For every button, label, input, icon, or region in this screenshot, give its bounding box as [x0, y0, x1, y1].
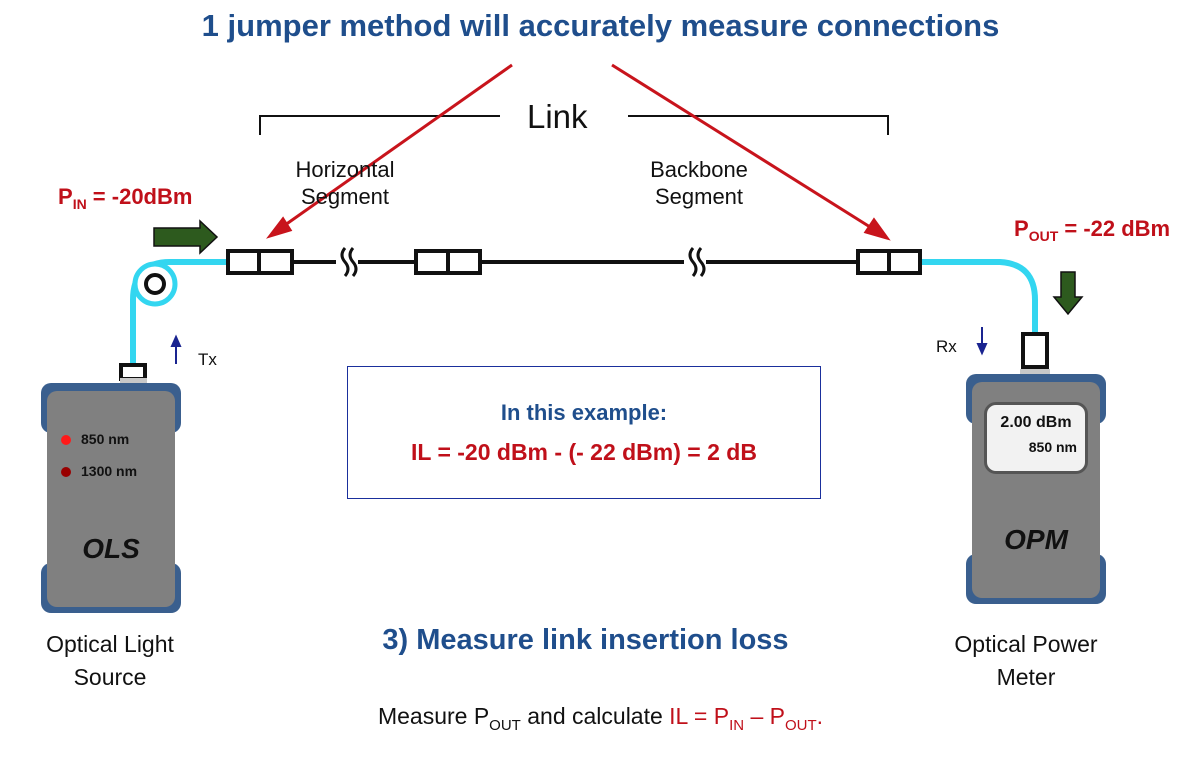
- tx-arrow-icon: [170, 334, 182, 364]
- led-850: 850 nm: [61, 431, 129, 447]
- horizontal-segment-line1: Horizontal: [295, 157, 395, 182]
- ols-name: OLS: [82, 533, 140, 564]
- input-power-arrow-icon: [153, 219, 219, 255]
- step-heading: 3) Measure link insertion loss: [382, 624, 789, 656]
- link-cable: [292, 247, 858, 277]
- connector-horizontal-start: [226, 249, 294, 275]
- output-power-label: POUT = -22 dBm: [1014, 216, 1171, 244]
- example-equation: IL = -20 dBm - (- 22 dBm) = 2 dB: [411, 439, 757, 465]
- led-1300: 1300 nm: [61, 463, 137, 479]
- led-dark-red-icon: [61, 467, 71, 477]
- example-box: In this example: IL = -20 dBm - (- 22 dB…: [347, 366, 821, 499]
- optical-power-meter-device: 2.00 dBm 850 nm OPM: [966, 374, 1106, 606]
- connector-mid: [414, 249, 482, 275]
- pointer-arrow-left: [265, 63, 513, 239]
- horizontal-segment-label: Horizontal Segment: [270, 156, 420, 210]
- example-heading: In this example:: [500, 400, 668, 425]
- opm-reading: 2.00 dBm: [1000, 414, 1072, 431]
- horizontal-segment-line2: Segment: [300, 184, 390, 209]
- diagram-title: 1 jumper method will accurately measure …: [201, 8, 1000, 43]
- tx-label: Tx: [198, 350, 217, 369]
- output-power-arrow-icon: [1052, 271, 1084, 316]
- opm-port: [1020, 332, 1050, 377]
- backbone-segment-label: Backbone Segment: [624, 156, 774, 210]
- launch-fiber: [130, 259, 228, 368]
- ols-port: [119, 363, 147, 386]
- backbone-segment-line1: Backbone: [650, 157, 748, 182]
- opm-display: 2.00 dBm 850 nm: [984, 402, 1088, 474]
- opm-wavelength: 850 nm: [1028, 439, 1077, 455]
- rx-arrow-icon: [976, 327, 988, 356]
- led-red-icon: [61, 435, 71, 445]
- link-label: Link: [527, 98, 588, 135]
- link-bracket: [259, 115, 889, 135]
- rx-label: Rx: [936, 337, 957, 356]
- pointer-arrow-right: [611, 63, 891, 241]
- connector-backbone-end: [856, 249, 922, 275]
- optical-light-source-device: 850 nm 1300 nm OLS: [41, 383, 181, 615]
- formula-line: Measure POUT and calculate IL = PIN – PO…: [377, 703, 824, 734]
- input-power-label: PIN = -20dBm: [58, 184, 193, 212]
- backbone-segment-line2: Segment: [654, 184, 744, 209]
- receive-fiber: [920, 259, 1038, 335]
- opm-name: OPM: [1004, 524, 1068, 555]
